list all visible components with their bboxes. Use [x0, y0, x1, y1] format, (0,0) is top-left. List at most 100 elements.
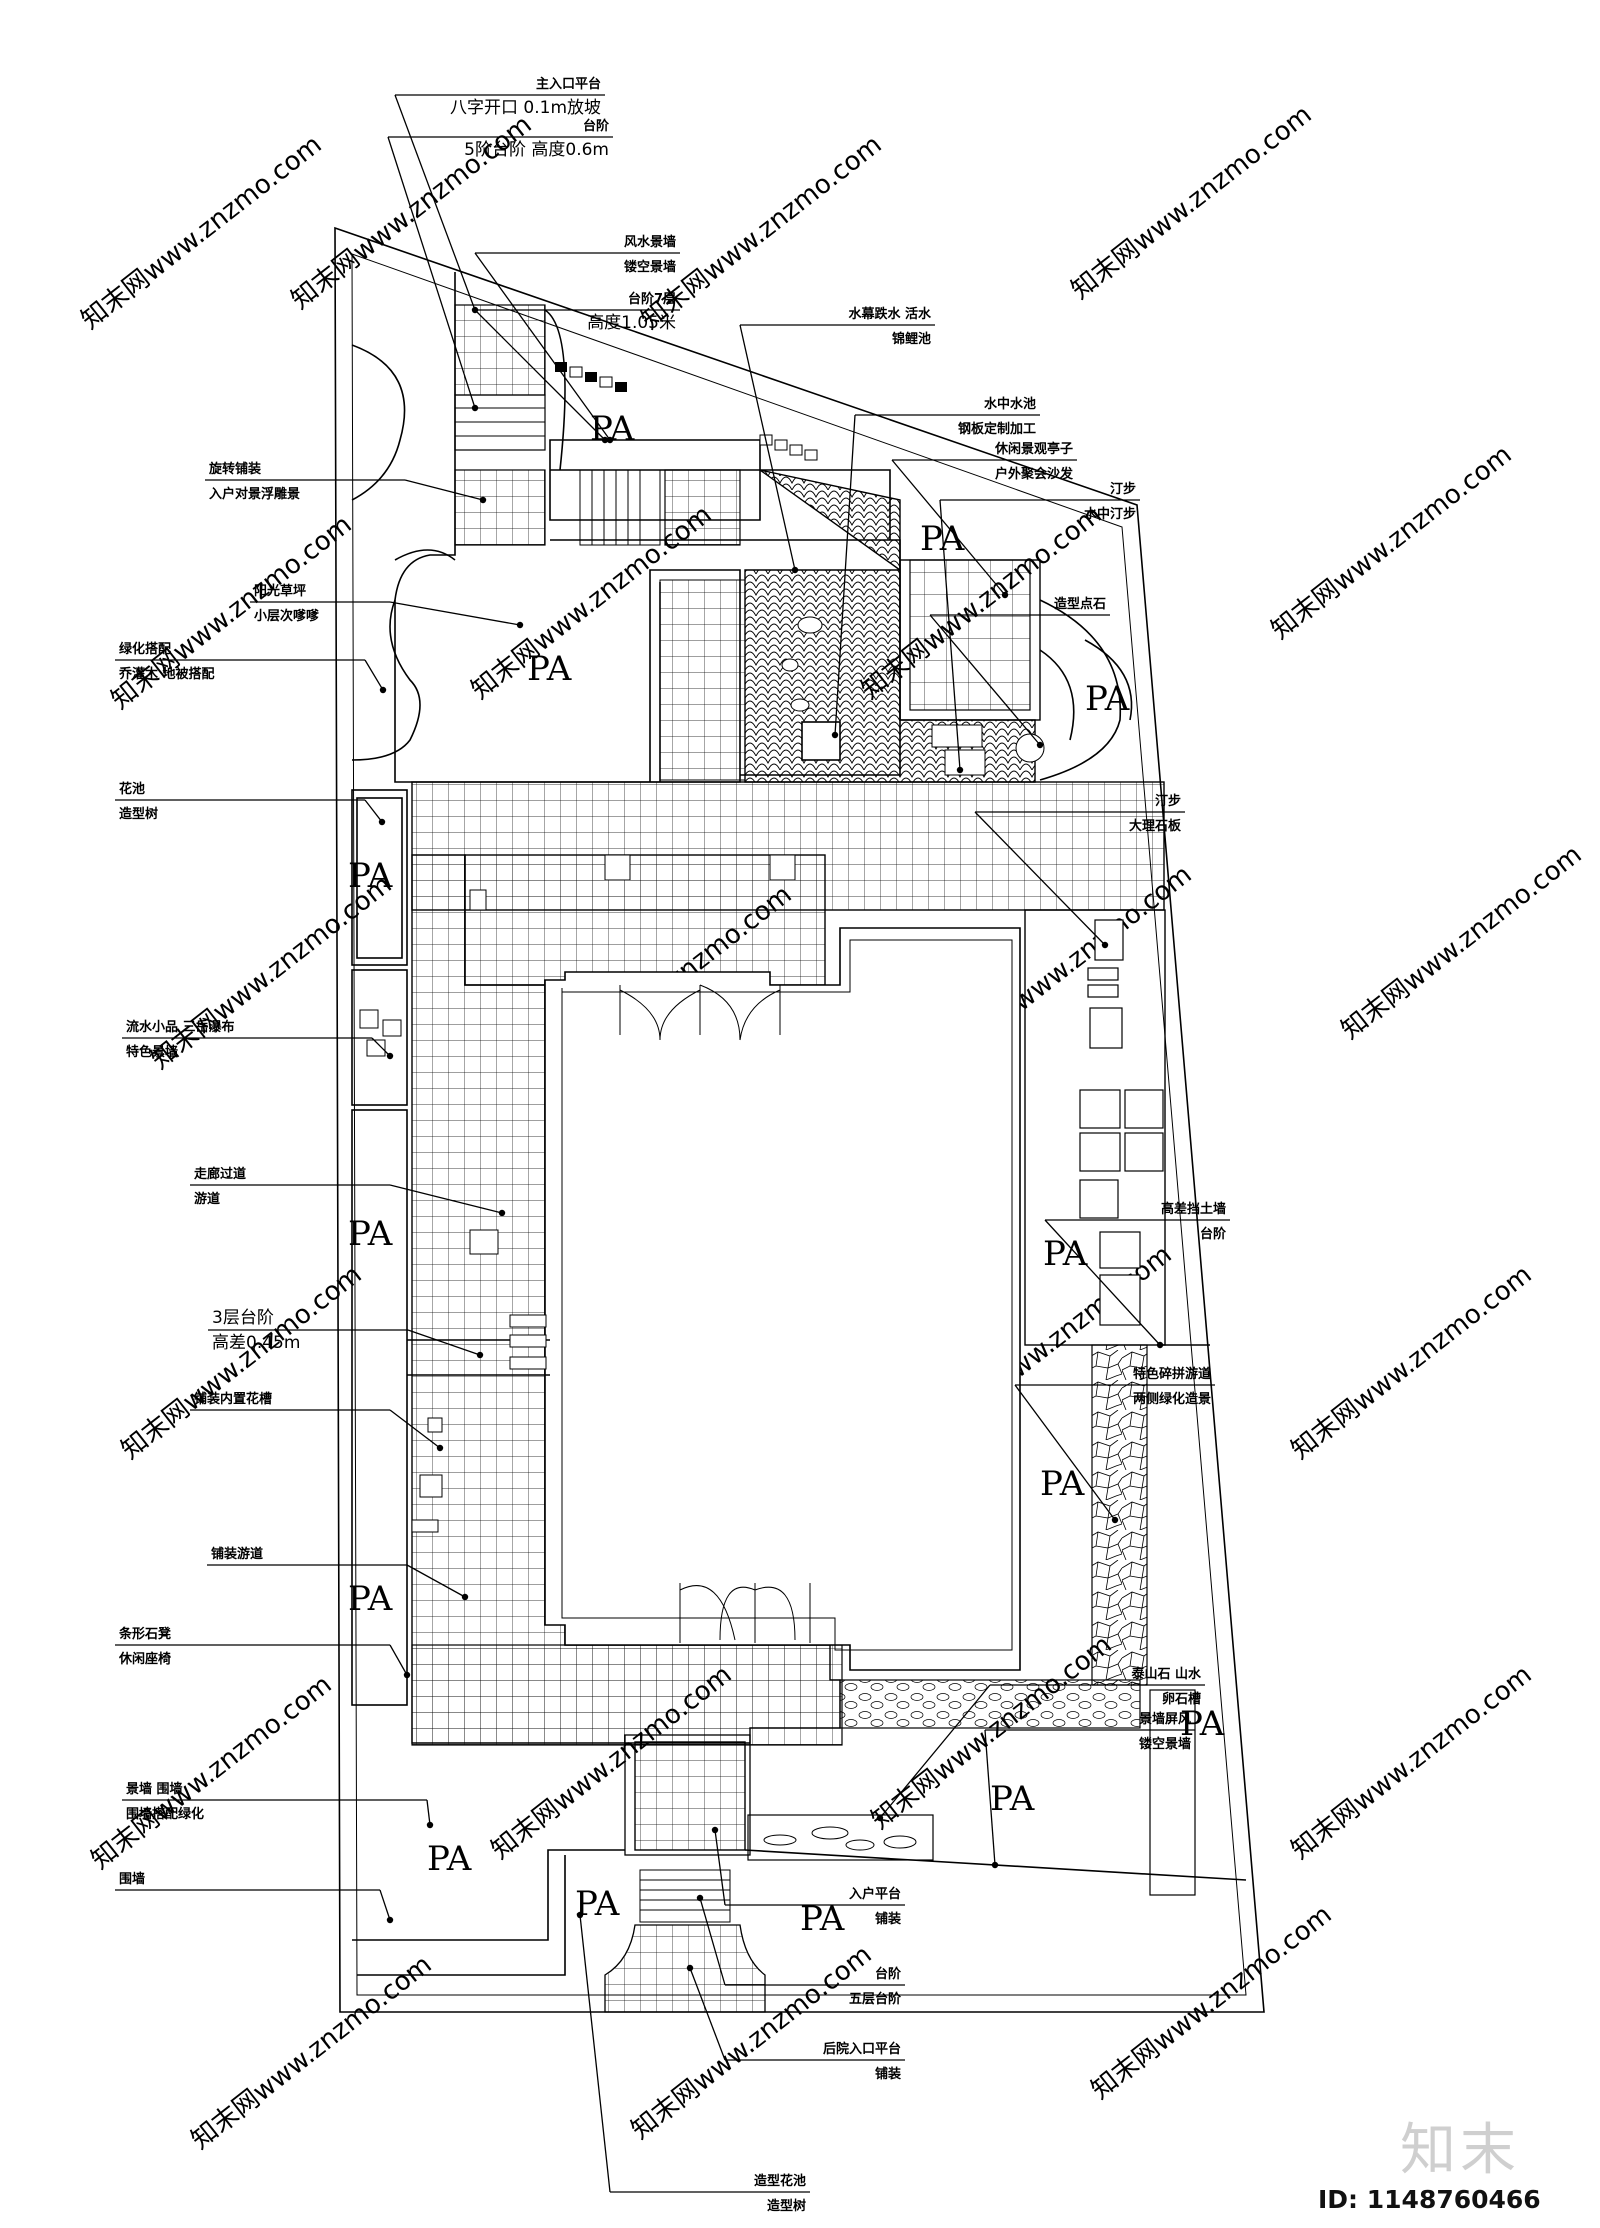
rear-steps — [639, 1869, 731, 1923]
annotation-subtitle: 镂空景墙 — [1138, 1736, 1191, 1752]
north-paving — [659, 579, 746, 781]
fountain-boxes — [359, 1009, 402, 1057]
entry-paving-3 — [664, 469, 741, 546]
annotation-title: 特色碎拼游道 — [1133, 1366, 1211, 1382]
annotation-subtitle: 卵石槽 — [1162, 1691, 1201, 1707]
annotation-title: 高差挡土墙 — [1161, 1201, 1226, 1217]
pa-area-label: PA — [527, 649, 572, 689]
annotation-subtitle: 高度1.05米 — [587, 313, 676, 333]
annotation-title: 主入口平台 — [536, 76, 601, 92]
annotation-subtitle: 台阶 — [1200, 1226, 1227, 1242]
sofa-2 — [944, 749, 986, 776]
annotation-title: 休闲景观亭子 — [994, 441, 1073, 457]
annotation-subtitle: 八字开口 0.1m放坡 — [450, 98, 601, 118]
annotation-subtitle: 造型树 — [767, 2198, 806, 2214]
pa-area-label: PA — [427, 1839, 472, 1879]
south-paving — [411, 1644, 843, 1746]
taishan-stone-bed — [747, 1814, 934, 1861]
watermark-text: 知末网www.znzmo.com — [116, 1260, 368, 1466]
image-id: ID: 1148760466 — [1318, 2185, 1541, 2214]
watermark-text: 知末网www.znzmo.com — [1336, 840, 1588, 1046]
three-steps — [509, 1314, 547, 1370]
annotation-subtitle: 围墙搭配绿化 — [126, 1806, 204, 1822]
site-boundary — [334, 226, 1265, 2013]
annotation-subtitle: 乔灌木 地被搭配 — [118, 666, 215, 682]
house-doors — [619, 984, 811, 1643]
pa-area-label: PA — [800, 1899, 845, 1939]
annotation-subtitle: 造型树 — [119, 806, 158, 822]
annotation-title: 流水小品 三岳瀑布 — [126, 1019, 235, 1035]
annotation-subtitle: 铺装 — [875, 2066, 901, 2082]
annotation-subtitle: 五层台阶 — [849, 1991, 902, 2007]
pa-area-label: PA — [348, 1214, 393, 1254]
annotation-title: 绿化搭配 — [119, 641, 171, 657]
annotation-title: 水中水池 — [984, 396, 1036, 412]
brand-logo: 知末 — [1400, 2118, 1520, 2183]
stepping-stones — [781, 616, 823, 712]
south-boundary-wall — [352, 1849, 1247, 1976]
entry-paving-2 — [454, 469, 546, 546]
annotation-subtitle: 户外聚会沙发 — [995, 466, 1074, 482]
annotation-title: 入户平台 — [849, 1886, 901, 1902]
annotation-title: 汀步 — [1155, 793, 1181, 809]
entry-paving-1 — [454, 304, 546, 396]
annotation-title: 风水景墙 — [624, 234, 676, 250]
annotation-title: 造型点石 — [1054, 596, 1106, 612]
watermark-text: 知末网www.znzmo.com — [1066, 100, 1318, 306]
pa-area-label: PA — [1040, 1464, 1085, 1504]
annotation-title: 景墙屏风 — [1139, 1711, 1191, 1727]
planter-boxes — [411, 854, 796, 1533]
watermark-text: 知末网www.znzmo.com — [106, 510, 358, 716]
garden-courtyard-paving — [464, 854, 826, 986]
annotation-subtitle: 大理石板 — [1129, 818, 1182, 834]
rear-entry-planter — [604, 1924, 766, 2013]
watermark-text: 知末网www.znzmo.com — [146, 870, 398, 1076]
annotation-title: 阳光草坪 — [254, 583, 306, 599]
east-lower-strip — [1149, 1689, 1196, 1896]
annotation-subtitle: 锦鲤池 — [892, 331, 931, 347]
annotation-leaders — [115, 94, 1230, 2193]
pa-area-label: PA — [990, 1779, 1035, 1819]
annotation-subtitle: 铺装 — [875, 1911, 901, 1927]
annotation-title: 造型花池 — [754, 2173, 806, 2189]
annotation-subtitle: 高差0.45m — [212, 1333, 300, 1353]
annotation-title: 花池 — [119, 781, 145, 797]
east-stepping-slabs — [1079, 919, 1164, 1326]
rear-platform-frame — [624, 1734, 751, 1856]
landscape-rocks — [763, 1826, 917, 1851]
rear-platform — [634, 1741, 746, 1851]
annotation-subtitle: 两侧绿化造景 — [1133, 1391, 1211, 1407]
watermark-text: 知末网www.znzmo.com — [1086, 1900, 1338, 2106]
crazy-paving-path — [1091, 1344, 1148, 1686]
house-inner-wall — [561, 939, 1013, 1651]
pa-area-label: PA — [1085, 679, 1130, 719]
annotation-title: 水幕跌水 活水 — [848, 306, 932, 322]
annotation-subtitle: 小层次嗲嗲 — [254, 608, 320, 624]
pa-area-label: PA — [575, 1884, 620, 1924]
lawn-curves — [351, 344, 1133, 781]
house-building — [544, 927, 1021, 1671]
pa-area-label: PA — [1180, 1704, 1225, 1744]
annotation-title: 泰山石 山水 — [1130, 1666, 1202, 1682]
annotation-subtitle: 钢板定制加工 — [958, 421, 1036, 437]
annotation-title: 汀步 — [1110, 481, 1136, 497]
entry-step-lines — [455, 407, 545, 437]
stairs-7 — [579, 469, 661, 546]
pavilion-grid — [909, 559, 1031, 711]
pa-area-label: PA — [1043, 1234, 1088, 1274]
watermark-text: 知末网www.znzmo.com — [76, 130, 328, 336]
annotation-title: 围墙 — [119, 1871, 145, 1887]
annotation-subtitle: 特色景墙 — [126, 1044, 178, 1060]
annotation-subtitle: 5阶台阶 高度0.6m — [464, 140, 609, 160]
annotation-title: 铺装内置花槽 — [194, 1391, 272, 1407]
annotation-subtitle: 水中汀步 — [1084, 506, 1136, 522]
annotation-title: 3层台阶 — [212, 1308, 274, 1328]
inner-boundary — [351, 253, 1247, 1996]
pavilion-frame — [899, 559, 1041, 721]
pa-area-label: PA — [348, 1579, 393, 1619]
annotation-title: 台阶 — [583, 118, 610, 134]
annotation-subtitle: 入户对景浮雕景 — [209, 486, 300, 502]
watermark-text: 知末网www.znzmo.com — [186, 1950, 438, 2156]
